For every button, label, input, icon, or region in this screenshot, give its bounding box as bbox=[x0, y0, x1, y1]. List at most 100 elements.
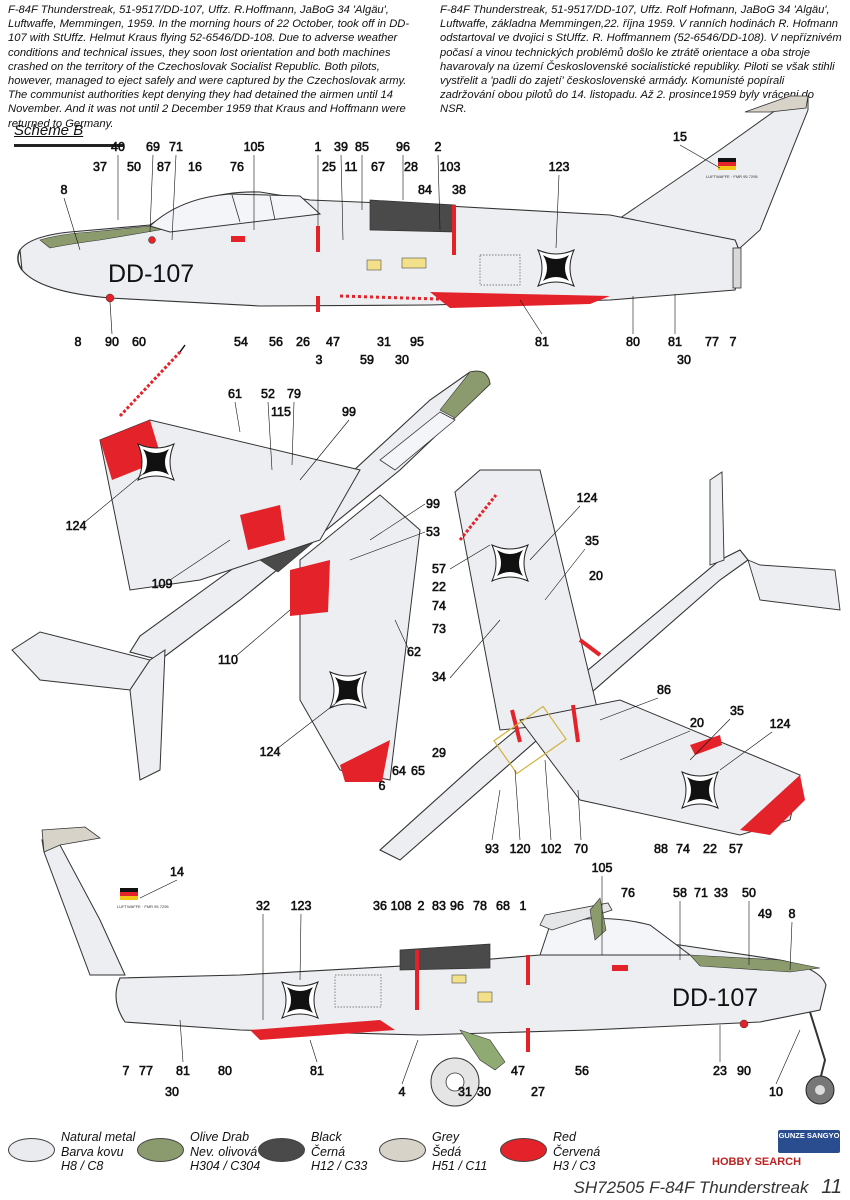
svg-text:88: 88 bbox=[654, 842, 668, 856]
svg-text:29: 29 bbox=[432, 746, 446, 760]
svg-text:81: 81 bbox=[535, 335, 549, 349]
svg-text:123: 123 bbox=[291, 899, 312, 913]
legend-olive-drab-cz: Nev. olivová bbox=[190, 1144, 258, 1159]
svg-text:80: 80 bbox=[218, 1064, 232, 1078]
svg-text:68: 68 bbox=[496, 899, 510, 913]
side-view-right: LUFTWAFFE · FMR 95 7295 DD-107 bbox=[41, 826, 835, 1107]
svg-text:84: 84 bbox=[418, 183, 432, 197]
svg-text:14: 14 bbox=[170, 865, 184, 879]
svg-text:26: 26 bbox=[296, 335, 310, 349]
wing-red-strip-bottom bbox=[250, 1020, 395, 1040]
svg-text:34: 34 bbox=[432, 670, 446, 684]
legend-grey-code: H51 / C11 bbox=[432, 1159, 488, 1173]
svg-text:35: 35 bbox=[585, 534, 599, 548]
canopy bbox=[149, 193, 322, 233]
fin-tip-grey bbox=[744, 95, 809, 113]
svg-text:31: 31 bbox=[377, 335, 391, 349]
svg-text:90: 90 bbox=[737, 1064, 751, 1078]
svg-text:53: 53 bbox=[426, 525, 440, 539]
svg-text:22: 22 bbox=[432, 580, 446, 594]
svg-text:11: 11 bbox=[345, 160, 358, 174]
svg-text:33: 33 bbox=[714, 886, 728, 900]
legend-grey-en: Grey bbox=[432, 1130, 460, 1144]
legend-red-cz: Červená bbox=[553, 1144, 601, 1159]
watermark: HOBBY SEARCH bbox=[712, 1156, 802, 1168]
svg-text:80: 80 bbox=[626, 335, 640, 349]
underside-right-wing bbox=[519, 699, 801, 836]
svg-text:64: 64 bbox=[392, 764, 406, 778]
svg-text:30: 30 bbox=[677, 353, 691, 367]
svg-text:90: 90 bbox=[105, 335, 119, 349]
swatch-natural-metal bbox=[8, 1138, 55, 1162]
svg-text:10: 10 bbox=[769, 1085, 783, 1099]
svg-text:69: 69 bbox=[146, 140, 160, 154]
svg-text:76: 76 bbox=[621, 886, 635, 900]
svg-text:81: 81 bbox=[176, 1064, 190, 1078]
registration-top: DD-107 bbox=[108, 260, 194, 288]
svg-text:31: 31 bbox=[458, 1085, 472, 1099]
svg-text:120: 120 bbox=[510, 842, 531, 856]
planform-right-wing bbox=[299, 494, 421, 781]
svg-text:15: 15 bbox=[673, 130, 687, 144]
underside-left-wing bbox=[454, 469, 601, 731]
svg-text:32: 32 bbox=[256, 899, 270, 913]
svg-text:60: 60 bbox=[132, 335, 146, 349]
svg-text:79: 79 bbox=[287, 387, 301, 401]
top-planform-view bbox=[11, 344, 491, 782]
svg-text:67: 67 bbox=[371, 160, 385, 174]
svg-text:8: 8 bbox=[61, 183, 68, 197]
svg-text:50: 50 bbox=[127, 160, 141, 174]
svg-text:105: 105 bbox=[592, 861, 613, 875]
svg-text:76: 76 bbox=[230, 160, 244, 174]
svg-text:36: 36 bbox=[373, 899, 387, 913]
svg-text:56: 56 bbox=[269, 335, 283, 349]
svg-text:37: 37 bbox=[93, 160, 107, 174]
planform-anti-glare bbox=[439, 370, 491, 419]
svg-text:1: 1 bbox=[520, 899, 527, 913]
svg-text:96: 96 bbox=[396, 140, 410, 154]
side-view-left: LUFTWAFFE · FMR 95 7295 DD-107 bbox=[17, 95, 809, 312]
swatch-grey bbox=[379, 1138, 426, 1162]
svg-text:110: 110 bbox=[218, 653, 238, 667]
svg-text:8: 8 bbox=[789, 907, 796, 921]
svg-text:8: 8 bbox=[75, 335, 82, 349]
legend-black: Black Černá H12 / C33 bbox=[258, 1130, 367, 1174]
tail-serial-bottom: LUFTWAFFE · FMR 95 7295 bbox=[117, 904, 169, 909]
callouts-top-wing-view: 61 52 79 115 99 124 109 99 53 110 62 124 bbox=[65, 387, 440, 760]
footer: SH72505 F-84F Thunderstreak 11 bbox=[574, 1176, 842, 1199]
svg-text:108: 108 bbox=[391, 899, 412, 913]
svg-text:58: 58 bbox=[673, 886, 687, 900]
callouts-bottom-side: 105 76 14 32 123 36 108 2 83 96 78 68 1 … bbox=[122, 861, 801, 1099]
scheme-label: Scheme B bbox=[14, 122, 84, 139]
svg-text:7: 7 bbox=[730, 335, 737, 349]
legend-olive-drab-code: H304 / C304 bbox=[190, 1159, 261, 1173]
svg-text:87: 87 bbox=[157, 160, 171, 174]
svg-text:81: 81 bbox=[310, 1064, 324, 1078]
page-number: 11 bbox=[821, 1176, 842, 1198]
brand-badge: GUNZE SANGYO bbox=[778, 1130, 840, 1153]
svg-text:57: 57 bbox=[432, 562, 446, 576]
svg-text:95: 95 bbox=[410, 335, 424, 349]
svg-text:28: 28 bbox=[404, 160, 418, 174]
svg-text:105: 105 bbox=[244, 140, 265, 154]
svg-text:73: 73 bbox=[432, 622, 446, 636]
svg-text:1: 1 bbox=[315, 140, 322, 154]
svg-text:78: 78 bbox=[473, 899, 487, 913]
tail-serial-top: LUFTWAFFE · FMR 95 7295 bbox=[706, 174, 758, 179]
svg-text:99: 99 bbox=[426, 497, 440, 511]
svg-text:124: 124 bbox=[770, 717, 791, 731]
legend-natural-metal-code: H8 / C8 bbox=[61, 1159, 104, 1173]
svg-text:30: 30 bbox=[395, 353, 409, 367]
svg-text:85: 85 bbox=[355, 140, 369, 154]
svg-text:35: 35 bbox=[730, 704, 744, 718]
svg-text:2: 2 bbox=[435, 140, 442, 154]
svg-text:86: 86 bbox=[657, 683, 671, 697]
svg-text:62: 62 bbox=[407, 645, 421, 659]
svg-text:61: 61 bbox=[228, 387, 242, 401]
svg-text:77: 77 bbox=[705, 335, 719, 349]
svg-text:4: 4 bbox=[399, 1085, 406, 1099]
svg-text:65: 65 bbox=[411, 764, 425, 778]
svg-text:20: 20 bbox=[589, 569, 603, 583]
legend-red: Red Červená H3 / C3 bbox=[500, 1130, 600, 1174]
